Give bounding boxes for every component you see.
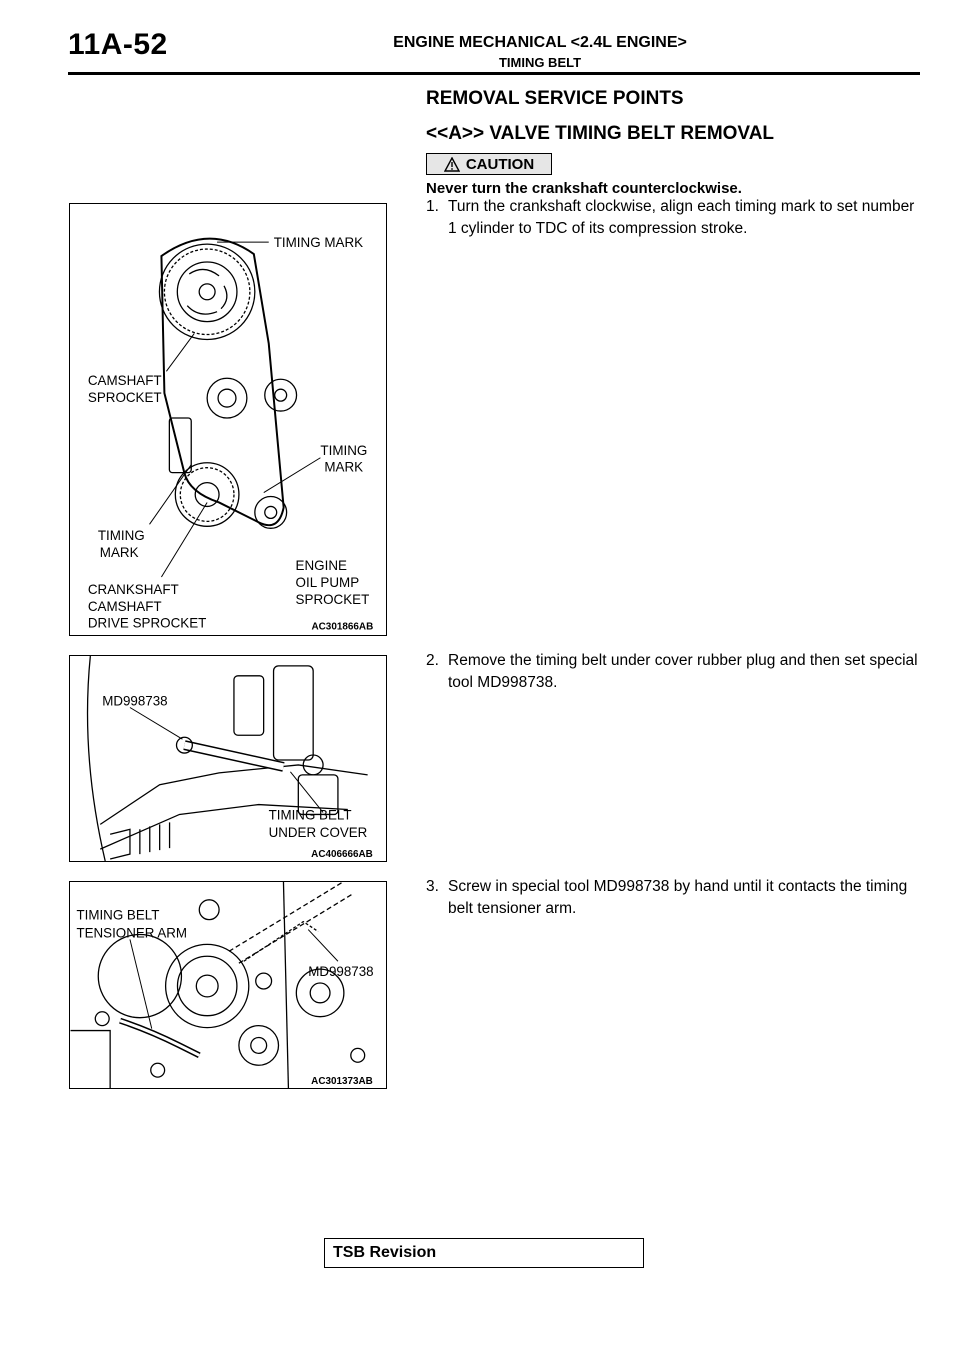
figure-code: AC406666AB [311,849,373,860]
step-number: 1. [426,198,439,215]
label-camshaft-sprocket: SPROCKET [88,390,162,405]
step-number: 2. [426,652,439,669]
label-timing-mark-left: MARK [100,545,139,560]
figure-code: AC301866AB [311,622,373,633]
step-text: Turn the crankshaft clockwise, align eac… [448,198,915,237]
label-crankshaft: DRIVE SPROCKET [88,616,206,631]
label-engine-oil-pump: ENGINE [296,558,347,573]
label-tensioner-arm: TIMING BELT [76,908,159,923]
label-crankshaft: CRANKSHAFT [88,582,179,597]
figure-special-tool-set: MD998738 TIMING BELT UNDER COVER AC40666… [69,655,387,862]
label-engine-oil-pump: OIL PUMP [296,575,360,590]
step-text: Remove the timing belt under cover rubbe… [448,652,918,691]
tensioner-arm-illustration: TIMING BELT TENSIONER ARM MD998738 AC301… [70,882,374,1088]
header-subtitle: TIMING BELT [498,55,582,70]
caution-label: CAUTION [465,155,535,173]
timing-belt-illustration: TIMING MARK CAMSHAFT SPROCKET TIMING MAR… [88,235,373,633]
special-tool-illustration: MD998738 TIMING BELT UNDER COVER AC40666… [86,656,373,861]
step-text: Screw in special tool MD998738 by hand u… [448,878,908,917]
label-under-cover: TIMING BELT [269,807,352,822]
label-tool: MD998738 [102,694,167,709]
label-timing-mark-right: TIMING [320,443,367,458]
label-camshaft-sprocket: CAMSHAFT [88,373,162,388]
figure-timing-belt-layout: TIMING MARK CAMSHAFT SPROCKET TIMING MAR… [69,203,387,636]
figure-tensioner-arm: TIMING BELT TENSIONER ARM MD998738 AC301… [69,881,387,1089]
label-under-cover: UNDER COVER [269,825,368,840]
label-tool: MD998738 [308,964,373,979]
page-number: 11A-52 [68,28,168,61]
figure-code: AC301373AB [311,1076,373,1087]
footer-label: TSB Revision [333,1244,437,1261]
step-number: 3. [426,878,439,895]
label-timing-mark-left: TIMING [98,528,145,543]
header-title: ENGINE MECHANICAL <2.4L ENGINE> [393,34,687,51]
section-subheading: <<A>> VALVE TIMING BELT REMOVAL [426,123,775,144]
step-3: 3. Screw in special tool MD998738 by han… [426,876,920,920]
footer-tsb-revision: TSB Revision [324,1238,644,1268]
label-crankshaft: CAMSHAFT [88,599,162,614]
step-1: 1. Turn the crankshaft clockwise, align … [426,196,920,240]
label-tensioner-arm: TENSIONER ARM [76,925,187,940]
label-timing-mark-right: MARK [324,460,363,475]
label-timing-mark-top: TIMING MARK [274,235,363,250]
header-rule [68,72,920,75]
label-engine-oil-pump: SPROCKET [296,592,370,607]
step-2: 2. Remove the timing belt under cover ru… [426,650,920,694]
section-heading: REMOVAL SERVICE POINTS [426,88,684,109]
caution-text: Never turn the crankshaft counterclockwi… [426,180,742,197]
warning-triangle-icon [443,156,460,172]
caution-box: CAUTION [426,153,552,175]
